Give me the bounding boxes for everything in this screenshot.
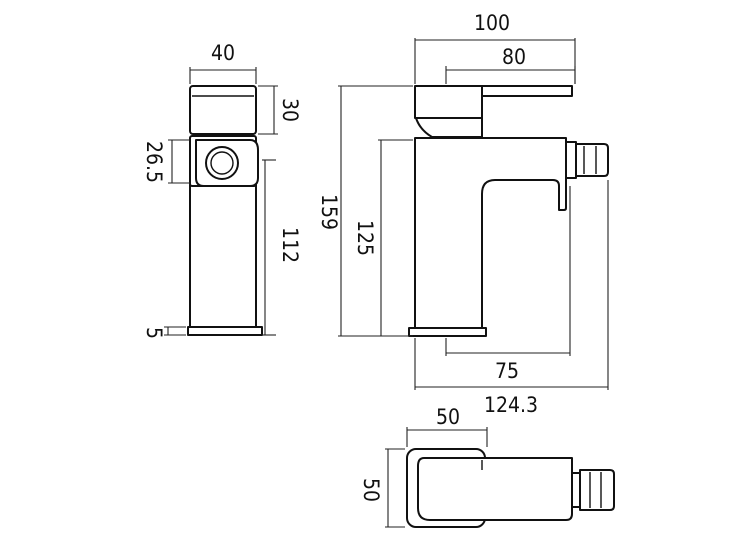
side-view: 40 30 26.5 112 5	[142, 41, 302, 339]
dim-side-base: 5	[142, 327, 166, 339]
dim-front-base-to-spout: 75	[495, 359, 519, 383]
dim-side-width: 40	[211, 41, 235, 65]
dim-side-body-offset: 26.5	[142, 141, 166, 183]
dim-front-lever-width: 80	[502, 45, 526, 69]
front-lever	[414, 85, 573, 119]
top-lever	[417, 457, 573, 521]
dim-top-width: 50	[436, 405, 460, 429]
dim-top-depth: 50	[359, 478, 383, 502]
side-base	[187, 326, 263, 336]
front-nozzle	[565, 141, 577, 179]
side-handle	[189, 85, 257, 135]
dim-front-body-height: 125	[353, 220, 377, 256]
front-base	[408, 327, 487, 337]
side-body	[189, 184, 257, 328]
top-nozzle-tip	[579, 469, 615, 511]
front-body	[414, 137, 567, 329]
front-nozzle-tip	[575, 143, 609, 177]
top-view: 50 50	[359, 405, 615, 528]
dim-front-overall-depth: 124.3	[484, 393, 538, 417]
front-cartridge	[415, 117, 483, 138]
front-view: 100 80 159 125 75 124.3	[317, 11, 609, 417]
dim-side-handle-height: 30	[278, 98, 302, 122]
top-nozzle	[571, 472, 581, 508]
dim-front-total-height: 159	[317, 194, 341, 230]
dim-front-total-width: 100	[474, 11, 510, 35]
dim-side-body-height: 112	[278, 227, 302, 263]
